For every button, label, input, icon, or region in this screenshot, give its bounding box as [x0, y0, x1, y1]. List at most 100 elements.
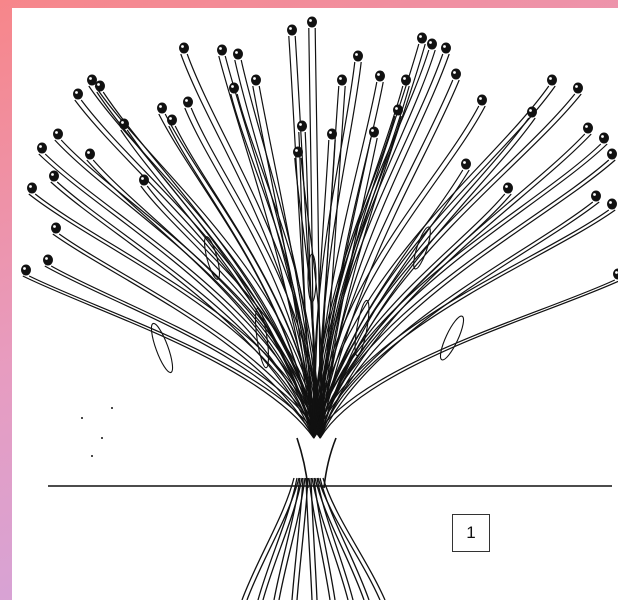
spore-highlight	[181, 45, 184, 48]
spore-highlight	[89, 77, 92, 80]
spore-head	[229, 83, 239, 94]
spore-head	[21, 265, 31, 276]
spore-head	[85, 149, 95, 160]
spore-highlight	[75, 91, 78, 94]
spore-highlight	[329, 131, 332, 134]
stray-dot	[91, 455, 93, 457]
spore-head	[53, 129, 63, 140]
spore-highlight	[55, 131, 58, 134]
spore-highlight	[253, 77, 256, 80]
spore-highlight	[609, 201, 612, 204]
spore-highlight	[39, 145, 42, 148]
spore-highlight	[185, 99, 188, 102]
stray-dot	[101, 437, 103, 439]
cell-outline	[147, 322, 176, 375]
spore-highlight	[585, 125, 588, 128]
root-bundle	[242, 478, 385, 600]
branch-edge	[320, 202, 599, 438]
spore-highlight	[529, 109, 532, 112]
spore-highlight	[419, 35, 422, 38]
spore-highlight	[593, 193, 596, 196]
spore-head	[307, 17, 317, 28]
spore-highlight	[299, 123, 302, 126]
spore-head	[293, 147, 303, 158]
spore-head	[297, 121, 307, 132]
spore-highlight	[29, 185, 32, 188]
spore-head	[157, 103, 167, 114]
spore-head	[401, 75, 411, 86]
spore-head	[43, 255, 53, 266]
spore-head	[327, 129, 337, 140]
spore-highlight	[615, 271, 618, 274]
spore-highlight	[169, 117, 172, 120]
spore-highlight	[295, 149, 298, 152]
spore-head	[73, 89, 83, 100]
spore-highlight	[505, 185, 508, 188]
trunk-edge	[324, 438, 336, 488]
spore-head	[583, 123, 593, 134]
spore-highlight	[309, 19, 312, 22]
spore-highlight	[601, 135, 604, 138]
spore-highlight	[51, 173, 54, 176]
branch-edge	[39, 154, 314, 438]
spore-highlight	[377, 73, 380, 76]
spore-highlight	[403, 77, 406, 80]
spore-highlight	[395, 107, 398, 110]
spore-highlight	[289, 27, 292, 30]
spore-head	[451, 69, 461, 80]
spore-head	[441, 43, 451, 54]
spore-head	[49, 171, 59, 182]
spore-highlight	[575, 85, 578, 88]
branch-edge	[320, 94, 581, 438]
spore-head	[527, 107, 537, 118]
spore-head	[27, 183, 37, 194]
branch-edge	[320, 280, 618, 438]
spore-highlight	[97, 83, 100, 86]
branching-organism-drawing	[12, 8, 618, 600]
spore-head	[287, 25, 297, 36]
spore-highlight	[453, 71, 456, 74]
spore-highlight	[443, 45, 446, 48]
spore-highlight	[479, 97, 482, 100]
spore-head	[613, 269, 618, 280]
root-strand	[274, 478, 300, 600]
spore-highlight	[371, 129, 374, 132]
spore-head	[95, 81, 105, 92]
spore-highlight	[141, 177, 144, 180]
figure-label: 1	[452, 514, 490, 552]
spore-head	[179, 43, 189, 54]
spore-head	[51, 223, 61, 234]
spore-head	[375, 71, 385, 82]
spore-head	[607, 149, 617, 160]
spore-head	[233, 49, 243, 60]
spore-head	[477, 95, 487, 106]
root-strand	[315, 478, 364, 600]
illustration-panel: 1	[12, 8, 618, 600]
spore-head	[337, 75, 347, 86]
spore-highlight	[87, 151, 90, 154]
spore-highlight	[429, 41, 432, 44]
spore-head	[251, 75, 261, 86]
spore-highlight	[231, 85, 234, 88]
spore-head	[547, 75, 557, 86]
spore-head	[573, 83, 583, 94]
spore-highlight	[53, 225, 56, 228]
spore-highlight	[355, 53, 358, 56]
spore-head	[599, 133, 609, 144]
spore-head	[139, 175, 149, 186]
spore-head	[591, 191, 601, 202]
spore-head	[369, 127, 379, 138]
spore-head	[353, 51, 363, 62]
spore-head	[119, 119, 129, 130]
spore-highlight	[235, 51, 238, 54]
spore-head	[183, 97, 193, 108]
spore-heads	[21, 17, 618, 280]
root-strand	[247, 478, 299, 600]
spore-head	[461, 159, 471, 170]
spore-highlight	[609, 151, 612, 154]
spore-highlight	[45, 257, 48, 260]
spore-head	[37, 143, 47, 154]
spore-highlight	[121, 121, 124, 124]
spore-highlight	[159, 105, 162, 108]
spore-highlight	[549, 77, 552, 80]
